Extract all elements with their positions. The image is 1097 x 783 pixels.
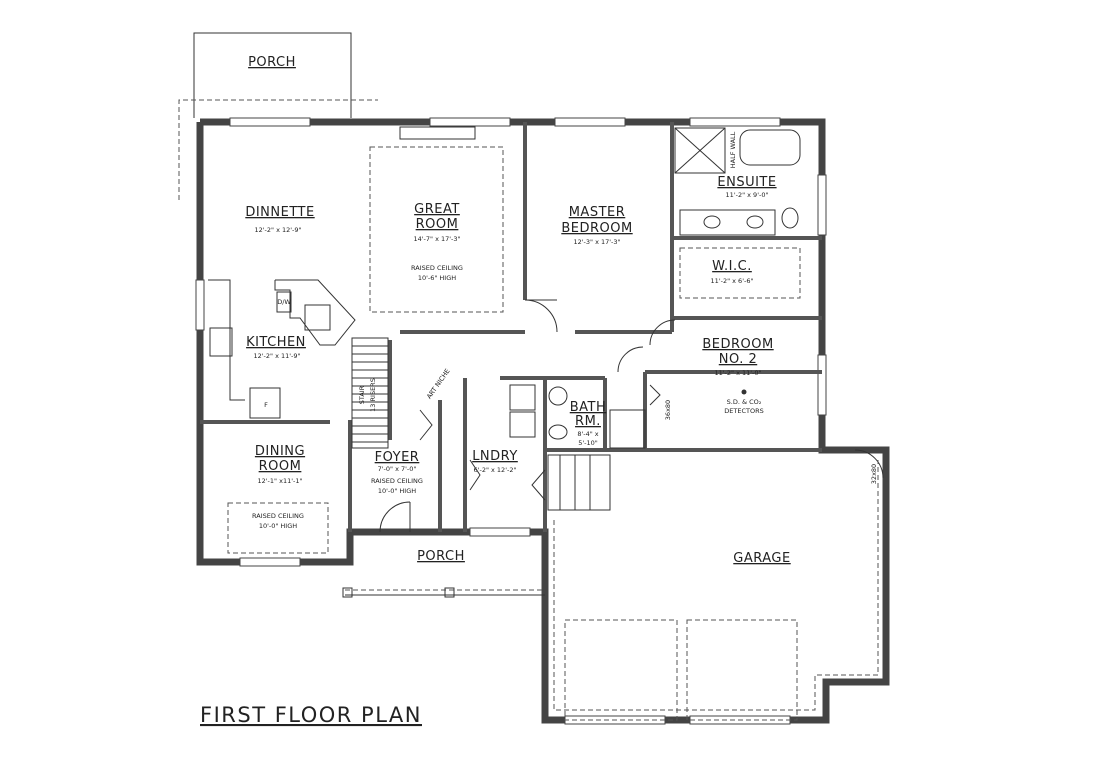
dishwasher (276, 291, 292, 313)
master-dim: 12'-3" x 17'-3" (573, 238, 620, 246)
porch-front-label: PORCH (417, 549, 465, 564)
range (209, 327, 233, 357)
window (817, 174, 827, 236)
great-room-ceiling-outline (369, 146, 504, 313)
stair (351, 337, 389, 449)
great-room-label-1: GREAT (414, 202, 460, 217)
window (229, 117, 311, 127)
bath-label-1: BATH (570, 400, 607, 415)
foyer-note-1: RAISED CEILING (371, 477, 423, 485)
bath-shower (609, 409, 646, 449)
half-wall-label: HALF WALL (729, 131, 737, 168)
fireplace (399, 126, 476, 140)
bathtub (739, 129, 801, 166)
great-room-note-2: 10'-6" HIGH (418, 274, 456, 282)
risers-label: 13 RISERS (369, 378, 377, 412)
garage-door-right (686, 619, 798, 721)
dryer (509, 411, 536, 438)
bath-dim-2: 5'-10" (578, 439, 598, 447)
bedroom2-label-1: BEDROOM (702, 337, 773, 352)
vanity (679, 209, 776, 236)
bath-dim-1: 8'-4" x (577, 430, 598, 438)
wic-dim: 11'-2" x 6'-6" (711, 277, 754, 285)
window (429, 117, 511, 127)
dining-note-2: 10'-0" HIGH (259, 522, 297, 530)
window (195, 279, 205, 331)
foyer-dim: 7'-0" x 7'-0" (378, 465, 417, 473)
great-room-label-2: ROOM (416, 217, 459, 232)
garage-door-left (564, 619, 678, 721)
foyer-label: FOYER (375, 450, 420, 465)
door-garage-label: 32x80 (870, 464, 878, 484)
doors (379, 299, 884, 533)
bedroom2-dim: 11'-2" x 11'-0" (714, 369, 761, 377)
toilet (781, 207, 799, 229)
bath-laundry-fixtures (509, 384, 646, 449)
dinnette-label: DINNETTE (245, 205, 314, 220)
dining-label-1: DINING (255, 444, 305, 459)
fridge-label: F (264, 401, 268, 409)
refrigerator (249, 387, 281, 419)
bedroom2-note-2: DETECTORS (724, 407, 763, 415)
plan-title: FIRST FLOOR PLAN (200, 703, 422, 727)
window (554, 117, 626, 127)
washer (509, 384, 536, 411)
dining-dim: 12'-1" x11'-1" (258, 477, 303, 485)
dinnette-dim: 12'-2" x 12'-9" (254, 226, 301, 234)
kitchen-label: KITCHEN (246, 335, 306, 350)
bedroom2-label-2: NO. 2 (719, 352, 757, 367)
window (469, 527, 531, 537)
master-label-1: MASTER (569, 205, 626, 220)
master-label-2: BEDROOM (561, 221, 632, 236)
porch-top-label: PORCH (248, 55, 296, 70)
laundry-dim: 6'-2" x 12'-2" (474, 466, 517, 474)
dining-note-1: RAISED CEILING (252, 512, 304, 520)
window (817, 354, 827, 416)
ensuite-fixtures (674, 127, 801, 299)
dining-ceiling-outline (227, 502, 329, 554)
kitchen-dim: 12'-2" x 11'-9" (253, 352, 300, 360)
smoke-detector-icon (741, 389, 747, 395)
bath-toilet (548, 424, 568, 440)
porch-top-outline (178, 32, 378, 200)
dw-label: D/W (277, 298, 291, 306)
dining-label-2: ROOM (259, 459, 302, 474)
garage-label: GARAGE (733, 551, 790, 566)
window (239, 557, 301, 567)
door-closet-label: 36x80 (664, 400, 672, 420)
kitchen-counters (208, 126, 476, 419)
great-room-note-1: RAISED CEILING (411, 264, 463, 272)
front-porch (342, 587, 545, 598)
art-niche-label: ART NICHE (425, 367, 452, 400)
wic-label: W.I.C. (712, 259, 752, 274)
stair-label: STAIR (358, 385, 366, 404)
bath-label-2: RM. (575, 414, 601, 429)
ensuite-dim: 11'-2" x 9'-0" (726, 191, 769, 199)
great-room-dim: 14'-7" x 17'-3" (413, 235, 460, 243)
sink (304, 304, 331, 331)
garage-details (547, 454, 879, 721)
window (689, 117, 781, 127)
laundry-label: LNDRY (472, 449, 518, 464)
ensuite-label: ENSUITE (717, 175, 776, 190)
bedroom2-note-1: S.D. & CO₂ (727, 398, 762, 406)
bath-sink (548, 386, 568, 406)
foyer-note-2: 10'-0" HIGH (378, 487, 416, 495)
shower (674, 127, 726, 174)
